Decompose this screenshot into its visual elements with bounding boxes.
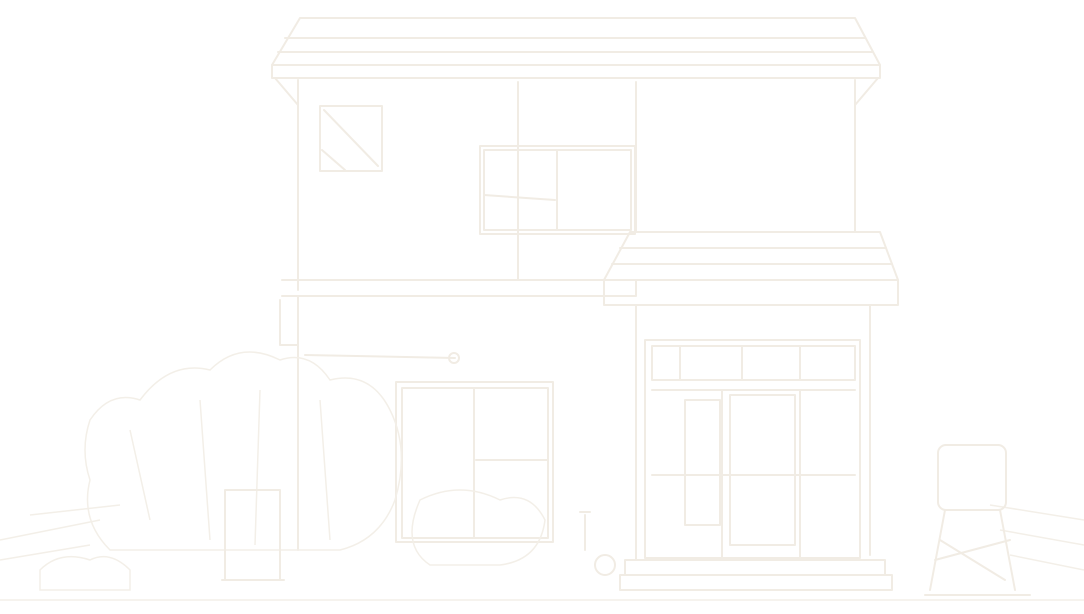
- ground-lines: [0, 504, 1084, 601]
- porch-roof: [603, 231, 899, 306]
- upper-wall: [297, 79, 856, 291]
- upper-window: [479, 145, 636, 235]
- lower-wall: [297, 295, 871, 561]
- water-tank: [924, 444, 1031, 596]
- small-window: [319, 105, 383, 172]
- belt-line: [281, 279, 637, 297]
- signboard: [221, 489, 285, 581]
- main-roof: [271, 17, 881, 106]
- shrubs: [39, 351, 546, 591]
- misc-details: [279, 299, 616, 576]
- entrance-door: [619, 339, 893, 591]
- lower-window: [395, 381, 554, 543]
